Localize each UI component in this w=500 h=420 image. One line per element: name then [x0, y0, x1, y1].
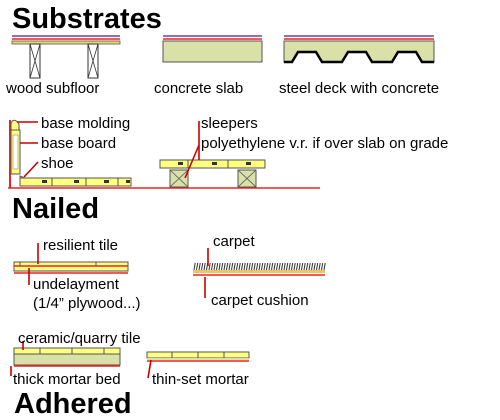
sleepers-illustration — [159, 159, 266, 188]
heading-adhered: Adhered — [14, 388, 132, 420]
heading-substrates: Substrates — [12, 3, 162, 35]
label-underlayment: undelayment — [33, 276, 120, 293]
label-vapor-retarder: polyethylene v.r. if over slab on grade — [201, 135, 448, 152]
leader-vapor-retarder — [184, 144, 200, 179]
label-base-board: base board — [41, 135, 116, 152]
thin-set-illustration — [146, 351, 250, 362]
label-resilient-tile: resilient tile — [43, 237, 118, 254]
leader-thin-set — [147, 359, 152, 379]
leader-shoe — [23, 161, 39, 178]
label-carpet: carpet — [213, 233, 256, 250]
concrete-slab-illustration — [162, 35, 263, 63]
label-base-molding: base molding — [41, 115, 130, 132]
resilient-tile-illustration — [13, 261, 129, 274]
wood-subfloor-illustration — [11, 35, 121, 79]
label-steel-deck: steel deck with concrete — [279, 80, 439, 97]
steel-deck-illustration — [283, 35, 435, 64]
label-ceramic-tile: ceramic/quarry tile — [18, 330, 141, 347]
label-shoe: shoe — [41, 155, 74, 172]
heading-nailed: Nailed — [12, 193, 99, 225]
label-concrete-slab: concrete slab — [154, 80, 243, 97]
label-thin-set: thin-set mortar — [152, 371, 249, 388]
label-thick-mortar: thick mortar bed — [13, 371, 121, 388]
carpet-illustration — [193, 262, 326, 276]
label-underlayment-note: (1/4” plywood...) — [33, 295, 141, 312]
label-wood-subfloor: wood subfloor — [5, 80, 99, 97]
label-carpet-cushion: carpet cushion — [211, 292, 309, 309]
label-sleepers: sleepers — [201, 115, 258, 132]
thick-mortar-illustration — [13, 347, 121, 367]
wall-base-illustration — [8, 119, 320, 189]
